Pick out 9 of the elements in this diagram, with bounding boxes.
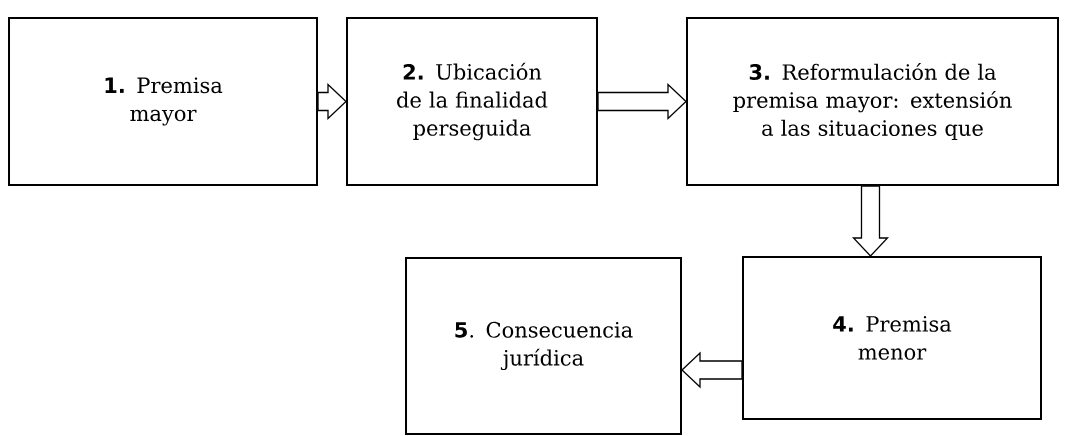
- process-box: 3. Reformulación de la premisa mayor: extensión a las situaciones que: [686, 17, 1059, 186]
- block-arrow: [681, 351, 743, 389]
- block-arrow: [597, 83, 687, 120]
- process-box: 1. Premisa mayor: [8, 17, 318, 186]
- block-arrow: [852, 185, 889, 257]
- block-arrow: [317, 83, 347, 120]
- process-box: 2. Ubicación de la finalidad perseguida: [346, 17, 598, 186]
- process-box: 5. Consecuencia jurídica: [405, 257, 682, 435]
- process-box: 4. Premisa menor: [742, 256, 1042, 420]
